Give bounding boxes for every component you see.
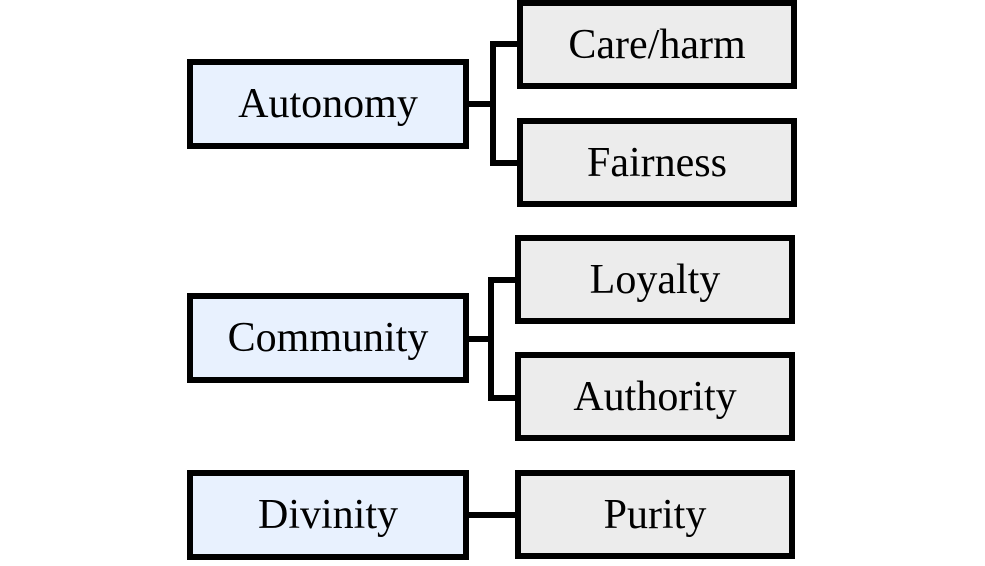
node-divinity-label: Divinity <box>257 492 398 538</box>
node-fairness: Fairness <box>517 118 797 207</box>
node-purity: Purity <box>515 470 795 559</box>
node-divinity: Divinity <box>187 470 469 560</box>
node-community-label: Community <box>227 315 429 361</box>
connector-community-loyalty <box>488 277 516 283</box>
connector-community-branch <box>488 277 494 401</box>
node-loyalty: Loyalty <box>515 235 795 324</box>
node-autonomy: Autonomy <box>187 59 469 149</box>
node-loyalty-label: Loyalty <box>589 256 721 303</box>
node-authority-label: Authority <box>573 373 737 420</box>
connector-autonomy-branch <box>490 41 496 166</box>
node-autonomy-label: Autonomy <box>238 81 418 127</box>
connector-divinity-purity <box>467 512 517 518</box>
node-community: Community <box>187 293 469 383</box>
node-authority: Authority <box>515 352 795 441</box>
connector-community-stem <box>467 336 491 342</box>
node-care-harm-label: Care/harm <box>568 21 746 68</box>
connector-autonomy-fairness <box>490 160 518 166</box>
node-purity-label: Purity <box>603 491 707 538</box>
node-care-harm: Care/harm <box>517 0 797 89</box>
connector-autonomy-care <box>490 41 518 47</box>
node-fairness-label: Fairness <box>587 139 727 186</box>
connector-community-authority <box>488 395 516 401</box>
connector-autonomy-stem <box>469 101 493 107</box>
